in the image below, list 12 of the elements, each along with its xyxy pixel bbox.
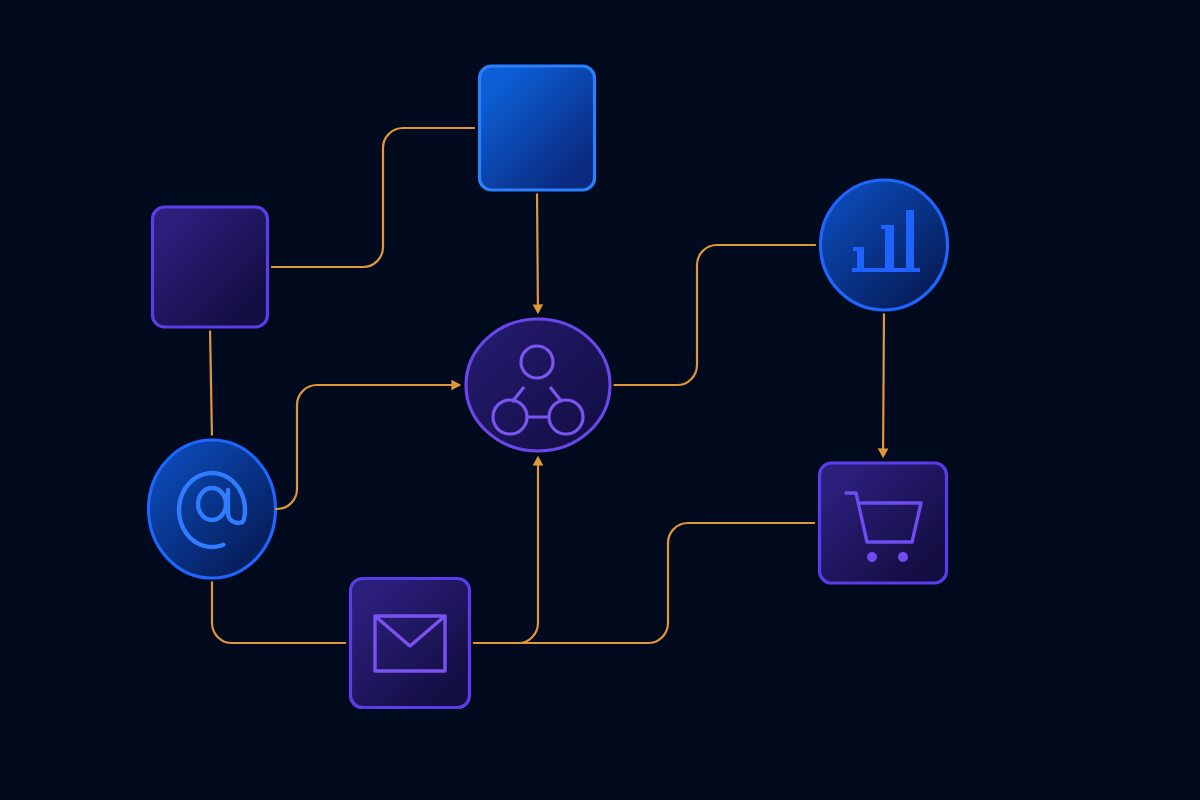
circle bbox=[464, 317, 612, 453]
connector-line bbox=[613, 243, 816, 387]
connector-line bbox=[271, 126, 475, 269]
rounded-square bbox=[150, 205, 270, 329]
rounded-square bbox=[817, 461, 949, 585]
connector-line bbox=[208, 330, 214, 436]
connector-line bbox=[210, 581, 346, 645]
rounded-square bbox=[348, 576, 472, 710]
connector-line bbox=[473, 521, 815, 645]
rounded-square bbox=[477, 64, 597, 192]
circle bbox=[146, 438, 278, 580]
circle bbox=[818, 178, 950, 312]
